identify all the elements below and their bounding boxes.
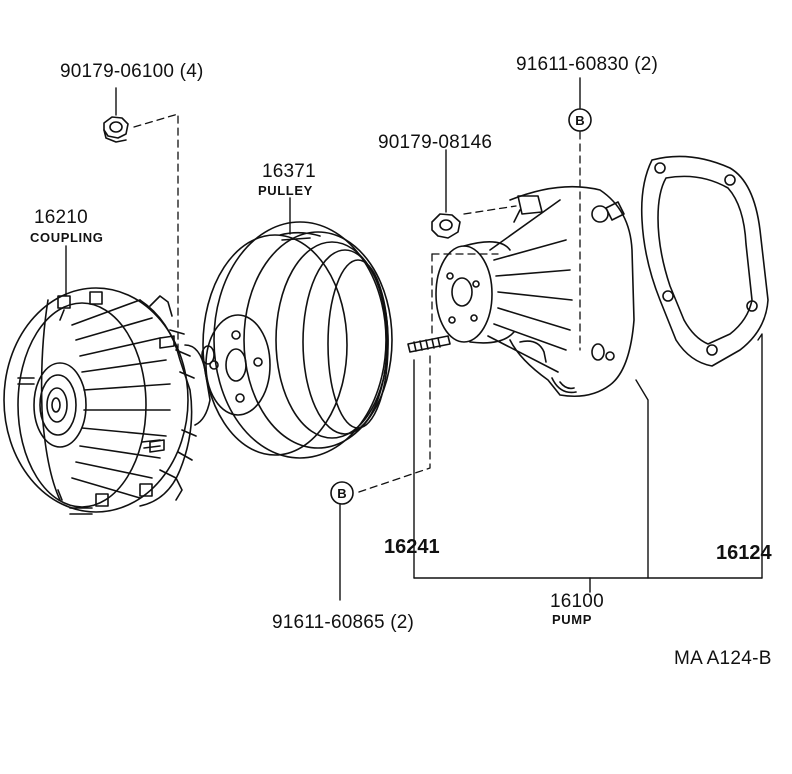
label-pump-part-no: 16100 <box>550 591 604 612</box>
label-gasket-part-no: 16124 <box>716 542 772 564</box>
gasket <box>640 155 769 367</box>
water-pump-body <box>435 185 635 398</box>
pulley <box>202 221 393 459</box>
label-nut-2-part-no: 90179-08146 <box>378 132 493 153</box>
marker-b-lower <box>330 481 354 505</box>
diagram-reference-code: MA A124-B <box>674 648 772 669</box>
label-stud-lower-part-no: 91611-60865 (2) <box>272 612 415 633</box>
marker-b-upper <box>568 108 592 132</box>
nut-pump <box>431 213 461 239</box>
label-nut-1-part-no: 90179-06100 (4) <box>60 61 204 82</box>
label-pump-name: PUMP <box>552 612 592 627</box>
label-pulley-name: PULLEY <box>258 183 313 198</box>
label-stud-pump-part-no: 16241 <box>384 536 440 558</box>
fan-coupling <box>3 287 215 515</box>
label-stud-upper-part-no: 91611-60830 (2) <box>516 54 659 75</box>
marker-b-upper-letter: B <box>575 113 584 128</box>
dashed-guide-lines <box>133 113 581 494</box>
leader-lines <box>65 77 763 601</box>
label-coupling-name: COUPLING <box>30 230 104 245</box>
label-coupling-part-no: 16210 <box>34 207 88 228</box>
stud-bolt <box>407 335 451 353</box>
label-pulley-part-no: 16371 <box>262 161 316 182</box>
marker-b-lower-letter: B <box>337 486 346 501</box>
nut-upper-left <box>103 116 129 143</box>
